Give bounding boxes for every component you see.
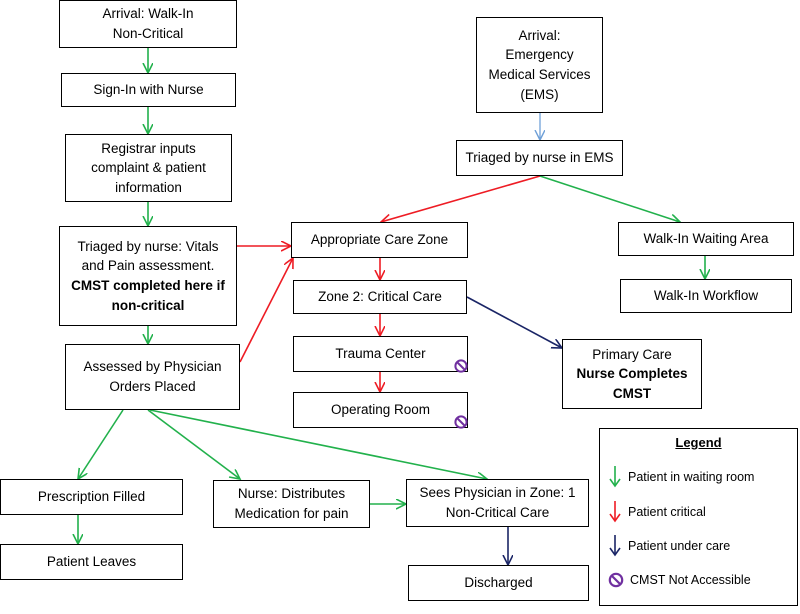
node-text: and Pain assessment. (81, 258, 215, 274)
arrow-ems-triage-to-walkin-waiting (539, 175, 680, 222)
node-prescription: Prescription Filled (0, 479, 183, 515)
node-text-bold: CMST (612, 385, 652, 401)
node-arrival-walkin: Arrival: Walk-In Non-Critical (59, 0, 237, 48)
node-text-bold: Nurse Completes (576, 366, 688, 382)
green-arrow-icon (609, 466, 621, 488)
arrow-assessed-to-sees-physician (149, 409, 487, 479)
node-text: Walk-In Waiting Area (643, 231, 769, 247)
node-text: Prescription Filled (37, 489, 146, 505)
legend-label: Patient in waiting room (628, 470, 755, 484)
node-triaged-vitals: Triaged by nurse: Vitals and Pain assess… (59, 226, 237, 326)
node-walkin-workflow: Walk-In Workflow (620, 279, 792, 313)
legend-label: Patient critical (628, 505, 706, 519)
legend-item-under-care: Patient under care (608, 533, 730, 559)
node-text: Triaged by nurse: Vitals (77, 238, 219, 254)
node-text: complaint & patient (91, 160, 206, 176)
node-text: information (115, 179, 182, 195)
legend-label: CMST Not Accessible (630, 573, 751, 587)
node-text: Nurse: Distributes (237, 486, 346, 502)
node-trauma: Trauma Center (293, 336, 468, 372)
arrow-assessed-to-prescription (78, 409, 124, 479)
legend-label: Patient under care (628, 539, 731, 553)
legend-item-critical: Patient critical (608, 499, 706, 525)
node-arrival-ems: Arrival: Emergency Medical Services (EMS… (476, 17, 603, 113)
node-text: Orders Placed (109, 379, 196, 394)
node-text: Operating Room (330, 402, 431, 418)
legend-item-no-access: CMST Not Accessible (608, 567, 751, 593)
red-arrow-icon (609, 501, 621, 523)
node-text: (EMS) (520, 86, 559, 102)
node-text: Triaged by nurse in EMS (465, 150, 614, 166)
node-text: Appropriate Care Zone (310, 232, 449, 248)
node-text: Patient Leaves (46, 554, 137, 570)
no-access-icon (454, 415, 468, 429)
node-text: Emergency (505, 47, 574, 63)
node-primary-care: Primary Care Nurse Completes CMST (562, 339, 702, 409)
node-text: Walk-In Workflow (653, 288, 759, 304)
node-text: Sees Physician in Zone: 1 (419, 485, 576, 501)
node-registrar: Registrar inputs complaint & patient inf… (65, 134, 232, 202)
no-access-icon (454, 359, 468, 373)
node-text: Trauma Center (335, 346, 426, 362)
no-access-icon (608, 572, 624, 588)
node-text: Arrival: Walk-In (102, 6, 194, 22)
node-care-zone: Appropriate Care Zone (291, 222, 468, 258)
node-text: Non-Critical Care (445, 505, 550, 520)
node-patient-leaves: Patient Leaves (0, 544, 183, 580)
node-assessed: Assessed by Physician Orders Placed (65, 344, 240, 410)
node-zone2: Zone 2: Critical Care (293, 280, 467, 314)
arrow-zone2-to-primary-care (466, 296, 562, 348)
node-text: Arrival: (518, 27, 561, 43)
node-text-bold: non-critical (111, 297, 185, 313)
legend: Legend Patient in waiting room Patient c… (599, 428, 798, 606)
navy-arrow-icon (609, 535, 621, 557)
node-text: Assessed by Physician (83, 359, 222, 375)
node-text: Sign-In with Nurse (93, 82, 204, 98)
node-text: Medical Services (488, 67, 591, 82)
node-sign-in: Sign-In with Nurse (61, 73, 236, 107)
arrow-ems-triage-to-care-zone (381, 175, 541, 222)
node-text: Non-Critical (112, 26, 184, 41)
node-operating: Operating Room (293, 392, 468, 428)
node-walkin-waiting: Walk-In Waiting Area (618, 222, 794, 256)
node-text-bold: CMST completed here if (71, 278, 225, 293)
node-text: Medication for pain (234, 506, 349, 521)
node-triaged-ems: Triaged by nurse in EMS (456, 140, 623, 176)
node-text: Discharged (464, 575, 533, 591)
node-text: Zone 2: Critical Care (318, 289, 442, 305)
node-sees-physician: Sees Physician in Zone: 1 Non-Critical C… (406, 479, 589, 527)
node-text: Registrar inputs (101, 140, 196, 156)
node-text: Primary Care (592, 346, 672, 362)
legend-title: Legend (675, 435, 722, 450)
arrow-assessed-to-nurse-distributes (147, 409, 240, 479)
node-discharged: Discharged (408, 565, 589, 601)
arrow-assessed-to-care-zone (239, 258, 293, 363)
legend-item-waiting: Patient in waiting room (608, 464, 754, 490)
node-nurse-distributes: Nurse: Distributes Medication for pain (213, 480, 370, 528)
